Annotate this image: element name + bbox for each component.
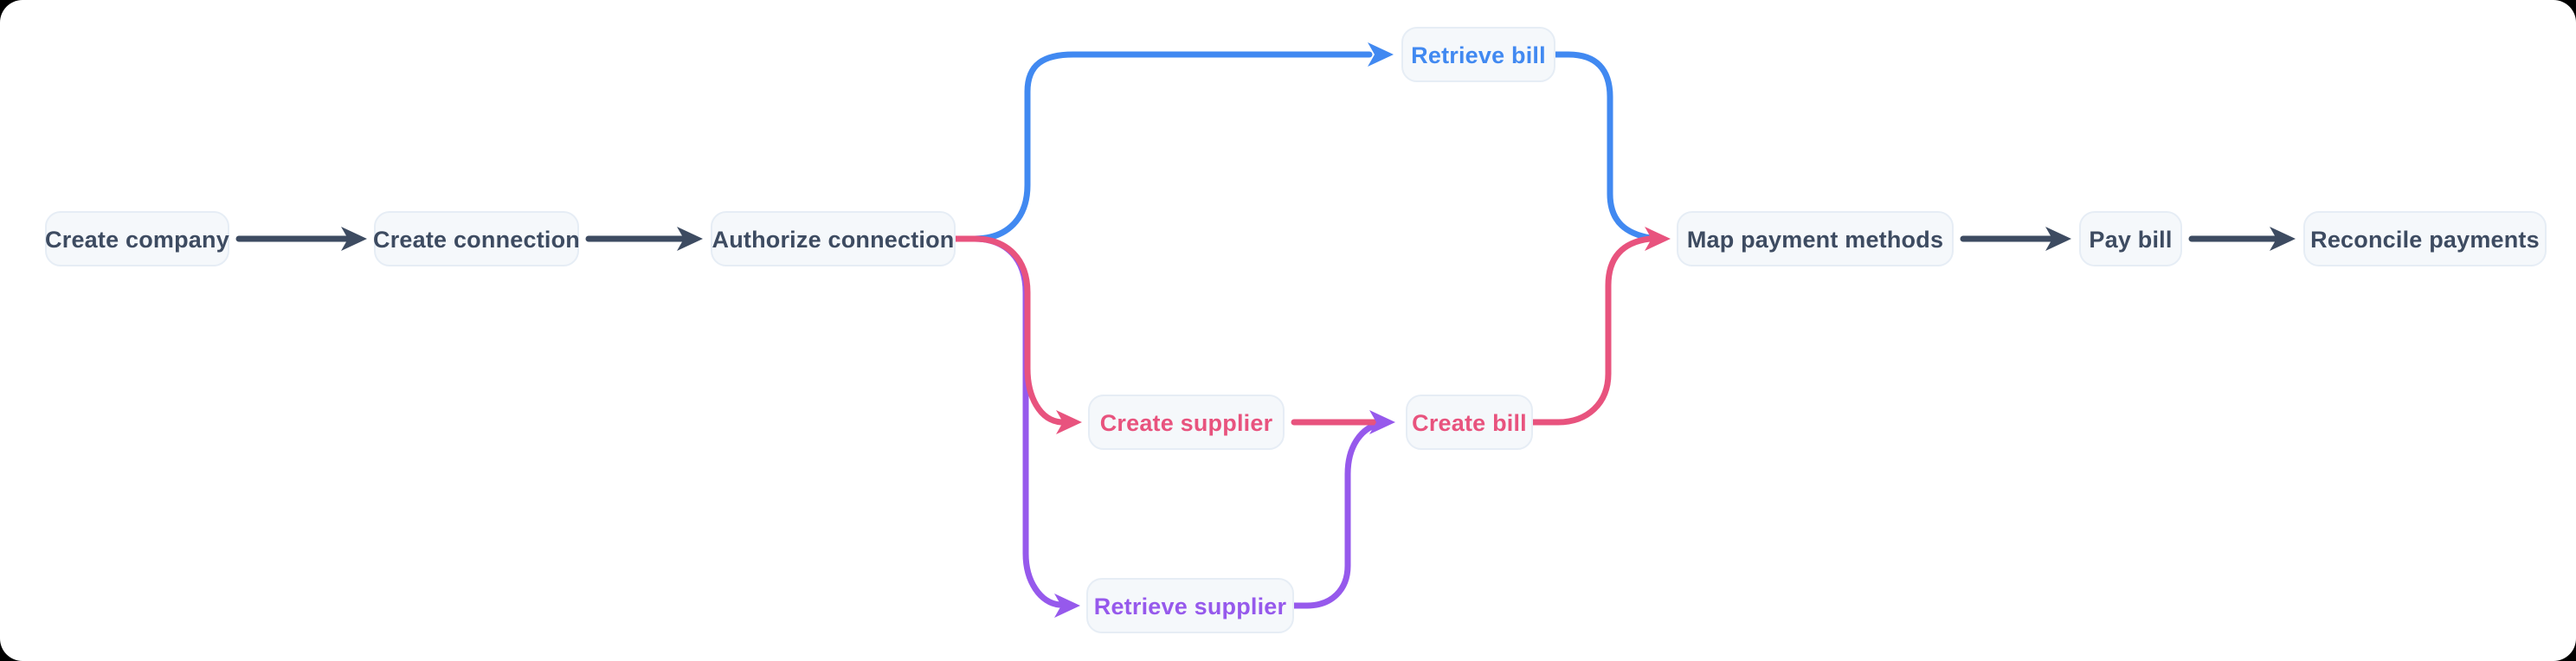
edge-group-pink: [951, 227, 1671, 434]
arrowhead-authorize-connection-icon: [677, 227, 703, 251]
node-box[interactable]: [2303, 211, 2547, 266]
arrowhead-retrieve-supplier-icon: [1054, 594, 1080, 618]
node-label: Create bill: [1412, 410, 1527, 436]
node-label: Create company: [45, 227, 229, 253]
node-label: Create supplier: [1100, 410, 1273, 436]
node-authorize-connection[interactable]: Authorize connection: [711, 211, 956, 266]
arrowhead-create-bill-icon: [1369, 410, 1395, 434]
node-label: Reconcile payments: [2310, 227, 2540, 253]
arrowhead-create-connection-icon: [341, 227, 367, 251]
edge-group-blue: [951, 42, 1660, 242]
node-retrieve-supplier[interactable]: Retrieve supplier: [1086, 578, 1294, 633]
node-reconcile-payments[interactable]: Reconcile payments: [2303, 211, 2547, 266]
node-label: Pay bill: [2089, 227, 2172, 253]
node-create-company[interactable]: Create company: [45, 211, 229, 266]
node-label: Authorize connection: [712, 227, 955, 253]
edge-retrieve-supplier-to-create-bill: [1290, 420, 1387, 609]
node-label: Create connection: [373, 227, 580, 253]
node-create-connection[interactable]: Create connection: [373, 211, 580, 266]
node-label: Retrieve supplier: [1094, 594, 1287, 619]
node-box[interactable]: [711, 211, 956, 266]
node-box[interactable]: [1401, 27, 1555, 82]
node-label: Retrieve bill: [1411, 42, 1546, 68]
node-create-supplier[interactable]: Create supplier: [1088, 395, 1285, 450]
edge-authorize-connection-to-retrieve-bill: [951, 51, 1373, 242]
node-pay-bill[interactable]: Pay bill: [2079, 211, 2182, 266]
edge-authorize-connection-to-create-supplier: [951, 235, 1065, 426]
node-create-bill[interactable]: Create bill: [1406, 395, 1533, 450]
arrowhead-pay-bill-icon: [2045, 227, 2071, 251]
edge-retrieve-bill-to-map-payment-methods: [1551, 51, 1660, 242]
node-box[interactable]: [1677, 211, 1954, 266]
arrowhead-create-supplier-icon: [1056, 410, 1082, 434]
edge-group-purple-heads: [1054, 410, 1395, 618]
node-box[interactable]: [374, 211, 579, 266]
node-map-payment-methods[interactable]: Map payment methods: [1677, 211, 1954, 266]
edge-create-bill-to-map-payment-methods: [1529, 235, 1653, 426]
node-box[interactable]: [1406, 395, 1533, 450]
node-box[interactable]: [45, 211, 229, 266]
node-retrieve-bill[interactable]: Retrieve bill: [1401, 27, 1555, 82]
node-box[interactable]: [2079, 211, 2182, 266]
arrowhead-map-payment-methods-icon: [1645, 227, 1671, 251]
edge-group-main: [235, 227, 2296, 251]
arrowhead-reconcile-payments-icon: [2270, 227, 2296, 251]
arrowhead-retrieve-bill-icon: [1368, 42, 1394, 67]
node-label: Map payment methods: [1687, 227, 1943, 253]
node-box[interactable]: [1088, 395, 1285, 450]
node-box[interactable]: [1086, 578, 1294, 633]
